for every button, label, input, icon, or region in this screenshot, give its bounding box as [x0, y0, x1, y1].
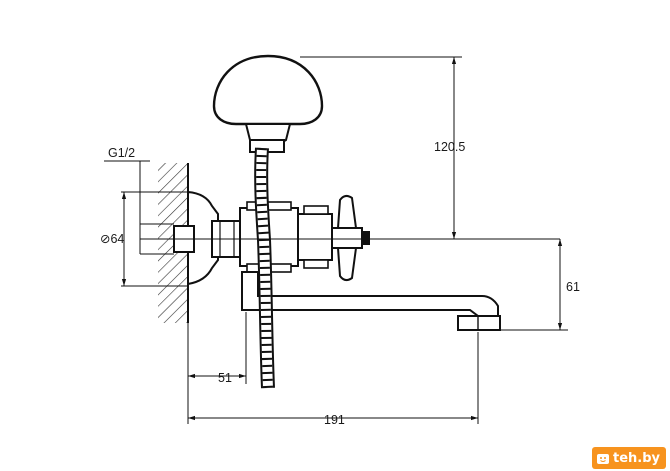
- shower-hose: [254, 147, 275, 389]
- spout: [241, 271, 501, 331]
- dim-label-diameter: ⊘64: [100, 232, 124, 246]
- dimension-offset: 51: [187, 312, 247, 424]
- watermark-text: teh.by: [612, 450, 660, 466]
- dim-label-shower-height: 120.5: [434, 140, 465, 154]
- dimension-shower-height: 120.5: [300, 56, 465, 239]
- mixer-body: [239, 201, 333, 273]
- dimension-spout-height: 61: [500, 239, 580, 331]
- dimension-g12: G1/2: [104, 146, 174, 255]
- site-watermark: teh.by: [591, 447, 666, 469]
- smiley-bag-icon: [596, 454, 609, 464]
- dim-label-offset: 51: [218, 371, 232, 385]
- wall-flange: [187, 190, 219, 286]
- diverter-cross-handle: [331, 194, 370, 282]
- dim-label-length: 191: [324, 413, 345, 427]
- shower-head: [212, 54, 324, 153]
- dim-label-spout-height: 61: [566, 280, 580, 294]
- dim-label-thread: G1/2: [108, 146, 135, 160]
- dimension-diameter: ⊘64: [100, 191, 188, 287]
- dimension-length: 191: [188, 332, 479, 427]
